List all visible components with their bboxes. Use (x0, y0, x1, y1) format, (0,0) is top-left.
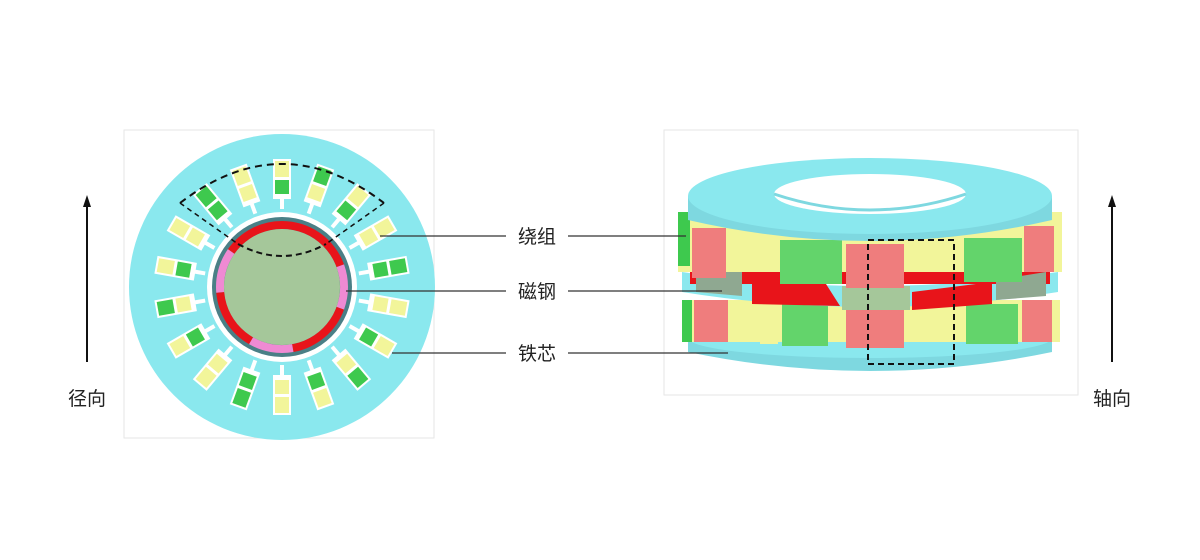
radial-view (123, 129, 435, 440)
stator-slot (154, 293, 206, 319)
callout-magnet: 磁钢 (346, 281, 722, 303)
stator-slot (192, 345, 234, 391)
winding-label: 绕组 (518, 226, 556, 248)
stator-slot (166, 323, 216, 359)
magnet-ring (216, 221, 348, 353)
magnet-label: 磁钢 (518, 281, 556, 303)
magnet-segment (216, 249, 235, 293)
radial-label: 径向 (68, 388, 106, 410)
callout-winding: 绕组 (380, 226, 686, 248)
core-label: 铁芯 (518, 343, 556, 365)
rotor-center (224, 229, 340, 345)
dashed-radial-right (325, 202, 385, 245)
dashed-arc-outer (179, 163, 385, 204)
axial-arrow (1108, 195, 1116, 362)
lower-winding-band (682, 300, 1060, 348)
dashed-focus-box (867, 239, 955, 365)
magnet-segment (249, 337, 294, 353)
magnet-segment (336, 264, 348, 310)
stator-slot (330, 183, 372, 229)
stator-slots (154, 159, 410, 415)
magnet-segment (282, 221, 345, 268)
callout-core: 铁芯 (392, 343, 728, 365)
stator-slot (273, 365, 291, 415)
stator-slot (358, 293, 410, 319)
magnet-segment (292, 306, 345, 352)
axial-label: 轴向 (1093, 388, 1131, 410)
stator-slot (303, 359, 335, 411)
stator-slot (192, 183, 234, 229)
dashed-radial-left (179, 202, 239, 245)
dashed-arc-inner (237, 243, 327, 257)
stator-slot (154, 255, 206, 281)
stator-slot (348, 323, 398, 359)
stator-slot (229, 359, 261, 411)
top-core (688, 158, 1052, 241)
radial-arrow (83, 195, 91, 362)
axial-view (663, 129, 1079, 396)
magnet-segment (227, 221, 282, 254)
stator-slot (348, 215, 398, 251)
magnet-segment (216, 292, 253, 345)
stator-slot (166, 215, 216, 251)
stator-slot (330, 345, 372, 391)
stator-slot (358, 255, 410, 281)
